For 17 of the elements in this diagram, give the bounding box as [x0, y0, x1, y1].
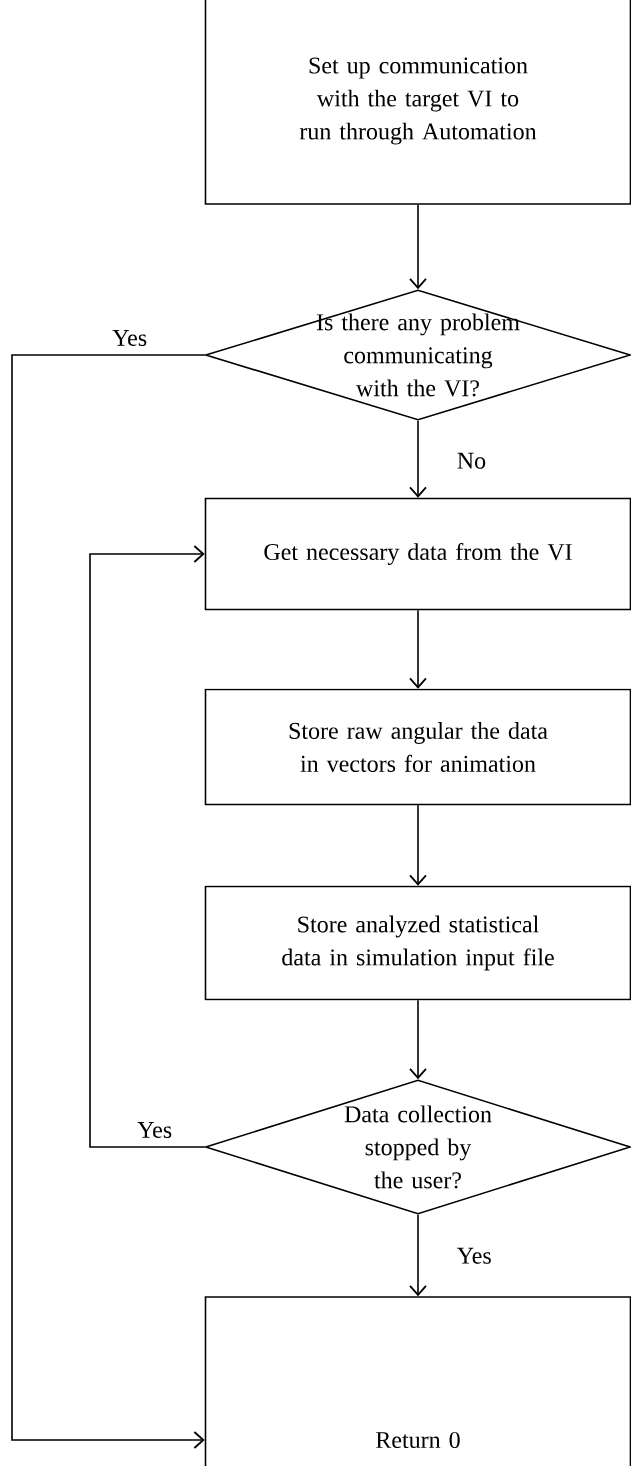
- arrow: [409, 1214, 427, 1297]
- edge-label: Yes: [136, 1121, 174, 1139]
- arrow: [409, 204, 427, 290]
- process-box: Return 0: [204, 1296, 631, 1466]
- arrow: [409, 609, 427, 689]
- arrow: [89, 545, 206, 1148]
- process-box: Get necessary data from the VI: [204, 497, 631, 611]
- process-box: Store analyzed statistical data in simulation input file: [204, 885, 631, 1001]
- edge-label: Yes: [111, 329, 149, 347]
- arrow: [409, 999, 427, 1080]
- process-box: Set up communication with the target VI to run through Automation: [204, 0, 631, 205]
- edge-label: No: [455, 451, 488, 470]
- process-box: Store raw angular the data in vectors for animation: [204, 688, 631, 806]
- arrow: [409, 804, 427, 886]
- arrow: [409, 420, 427, 498]
- arrow: [11, 354, 206, 1449]
- edge-label: Yes: [455, 1246, 493, 1265]
